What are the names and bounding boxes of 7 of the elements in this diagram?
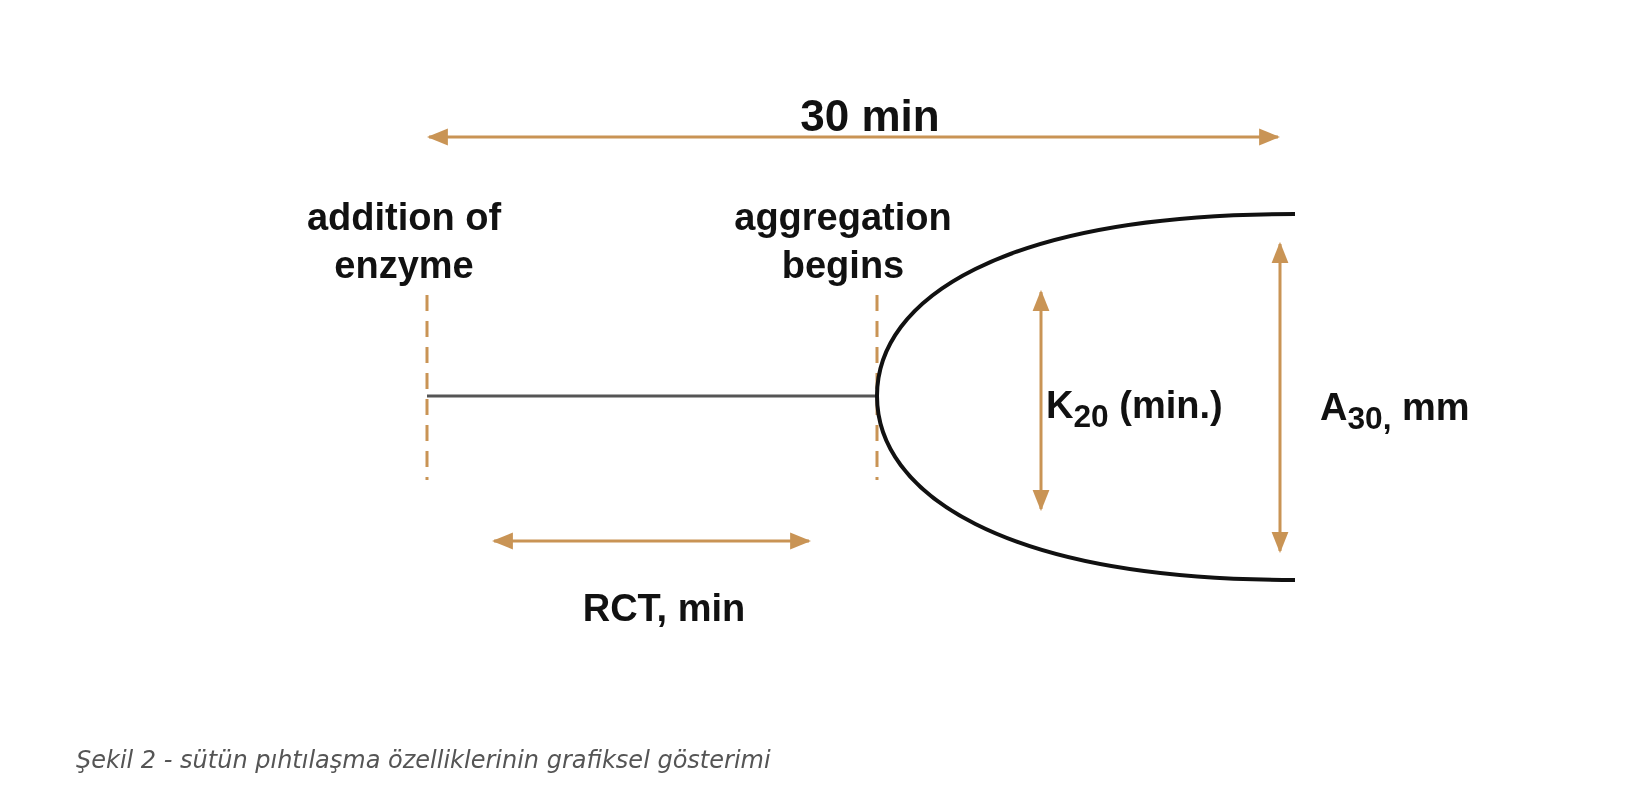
event-label: addition of enzyme (305, 195, 503, 288)
dimension-label: K$_{20}$ (min.) (1046, 383, 1223, 436)
dimension-label: A$_{30,}$ mm (1320, 385, 1470, 438)
event-label: aggregation begins (733, 195, 953, 288)
dimension-label: RCT, min (581, 586, 747, 631)
figure-caption: Şekil 2 - sütün pıhtılaşma özelliklerinin grafiksel gösterimi (76, 746, 771, 774)
dimension-label: 30 min (799, 90, 941, 142)
